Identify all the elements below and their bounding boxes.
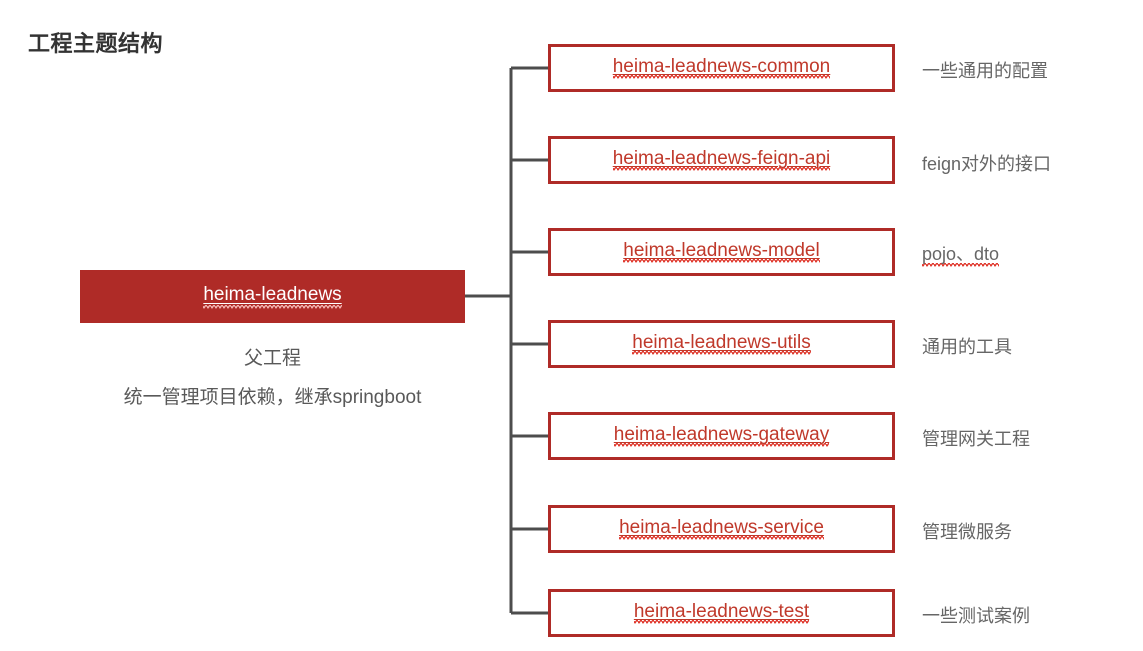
page-title: 工程主题结构 [28,31,164,56]
module-label: heima-leadnews-utils [632,332,811,353]
annotation-feign-api: feign对外的接口 [922,154,1052,174]
root-node[interactable]: heima-leadnews [80,270,465,323]
annotation-test: 一些测试案例 [922,606,1030,626]
module-box-feign-api[interactable]: heima-leadnews-feign-api [548,136,895,184]
module-label: heima-leadnews-test [633,601,810,622]
module-box-gateway[interactable]: heima-leadnews-gateway [548,412,895,460]
annotation-model-text: pojo、dto [922,244,1000,267]
annotation-utils: 通用的工具 [922,337,1012,357]
annotation-common: 一些通用的配置 [922,61,1048,81]
root-subtitle-line-2-text: 统一管理项目依赖，继承springboot [123,387,422,408]
module-label: heima-leadnews-feign-api [612,148,831,169]
module-label: heima-leadnews-common [612,56,831,77]
module-box-utils[interactable]: heima-leadnews-utils [548,320,895,368]
module-box-model[interactable]: heima-leadnews-model [548,228,895,276]
module-label: heima-leadnews-model [623,240,820,261]
module-box-service[interactable]: heima-leadnews-service [548,505,895,553]
module-label: heima-leadnews-service [619,517,824,538]
root-subtitle-line-1: 父工程 [243,348,301,369]
module-label: heima-leadnews-gateway [613,424,830,445]
annotation-gateway: 管理网关工程 [922,429,1030,449]
annotation-model: pojo、dto [922,240,1000,267]
root-subtitle-line-2: 统一管理项目依赖，继承springboot [80,382,465,409]
annotation-service: 管理微服务 [922,522,1012,542]
module-box-common[interactable]: heima-leadnews-common [548,44,895,92]
module-box-test[interactable]: heima-leadnews-test [548,589,895,637]
root-node-label: heima-leadnews [203,284,342,309]
